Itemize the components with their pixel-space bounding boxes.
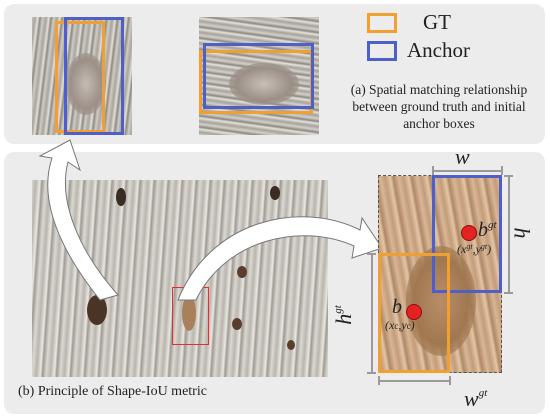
zoom-knot xyxy=(406,246,476,356)
anchor-box-b xyxy=(432,175,502,293)
knot-main-6 xyxy=(287,340,295,350)
zoom-wood xyxy=(378,176,502,373)
dim-h-tick-t xyxy=(504,175,513,177)
label-b-center-sub2: c xyxy=(406,321,411,331)
label-b-gt-text: b xyxy=(478,219,488,241)
knot-main-7 xyxy=(182,295,196,331)
label-h: h xyxy=(509,227,535,239)
label-w-gt-sup: gt xyxy=(478,387,488,399)
wood-crop-1 xyxy=(32,17,132,135)
gt-box-a1 xyxy=(55,21,105,133)
dim-wgt-tick-l xyxy=(378,376,380,385)
red-point-icon xyxy=(406,304,422,320)
label-b-gt: bgt xyxy=(478,219,497,241)
label-b-gt-center-a: (x xyxy=(457,242,467,256)
anchor-box-a1 xyxy=(64,17,124,135)
label-b: b xyxy=(392,297,402,317)
dim-h-line xyxy=(508,175,510,293)
knot-1 xyxy=(66,53,106,115)
arrow-to-panel-a xyxy=(38,139,119,301)
legend-gt-label: GT xyxy=(423,10,451,34)
dim-hgt-tick-b xyxy=(367,372,376,374)
red-point-icon-gt xyxy=(461,225,477,241)
anchor-box-a2 xyxy=(203,43,314,109)
label-h-gt-text: h xyxy=(330,313,356,325)
dim-w-tick-r xyxy=(501,166,503,175)
dim-hgt-tick-t xyxy=(367,253,376,255)
label-w-text: w xyxy=(455,144,470,169)
label-b-center-b: ,y xyxy=(398,318,407,332)
panel-a-caption-line3: anchor boxes xyxy=(403,116,475,131)
label-b-center: (xc,yc) xyxy=(385,319,415,331)
label-w: w xyxy=(455,146,470,168)
label-b-gt-center-sup1: gt xyxy=(466,242,473,251)
label-b-center-c: ) xyxy=(410,318,415,332)
gt-box-b xyxy=(378,253,450,373)
label-w-gt: wgt xyxy=(464,388,487,410)
legend-anchor-swatch xyxy=(367,41,397,61)
knot-main-2 xyxy=(270,186,280,200)
label-h-gt: hgt xyxy=(330,305,356,325)
dim-hgt-line xyxy=(371,253,373,373)
wood-crop-2 xyxy=(199,17,319,135)
label-b-gt-center-c: ) xyxy=(487,242,492,256)
label-w-gt-text: w xyxy=(464,386,479,411)
label-b-gt-center-sup2: gt xyxy=(480,242,488,251)
arrow-to-zoom xyxy=(177,216,383,301)
label-b-center-a: (x xyxy=(385,318,395,332)
panel-a-caption-line2: between ground truth and initial xyxy=(352,99,526,114)
knot-main-5 xyxy=(232,318,242,330)
legend-anchor-label: Anchor xyxy=(407,38,470,62)
dim-wgt-tick-r xyxy=(449,376,451,385)
panel-b-caption: (b) Principle of Shape-IoU metric xyxy=(18,384,207,399)
knot-2 xyxy=(229,63,299,105)
label-b-gt-center: (xgt,ygt) xyxy=(457,242,492,256)
label-b-text: b xyxy=(392,296,402,318)
dim-w-line xyxy=(432,170,502,172)
knot-main-3 xyxy=(87,295,107,325)
knot-main-4 xyxy=(237,266,247,278)
label-b-center-sub1: c xyxy=(394,321,399,331)
dim-w-tick-l xyxy=(432,166,434,175)
knot-main-1 xyxy=(116,188,126,206)
dim-h-tick-b xyxy=(504,292,513,294)
dim-wgt-line xyxy=(378,380,450,382)
label-h-text: h xyxy=(509,227,535,239)
panel-a-caption-line1: (a) Spatial matching relationship xyxy=(350,82,528,97)
label-b-gt-sup: gt xyxy=(488,219,497,231)
label-b-gt-center-b: ,y xyxy=(472,242,481,256)
legend-gt-swatch xyxy=(367,13,397,33)
label-h-gt-sup: gt xyxy=(331,305,344,314)
